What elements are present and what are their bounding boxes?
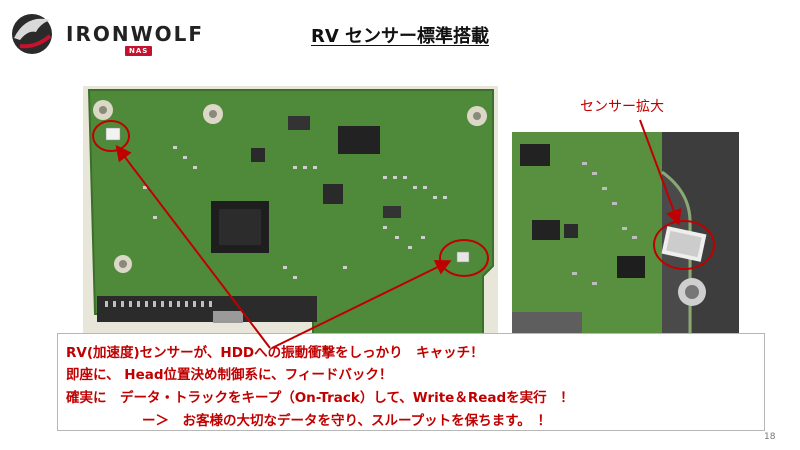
pcb-photo [83, 86, 498, 356]
description-line-1: RV(加速度)センサーが、HDDへの振動衝撃をしっかり キャッチ！ [66, 345, 484, 361]
sensor-zoom-photo [512, 132, 739, 337]
description-line-3: 確実に データ・トラックをキープ（On-Track）して、Write＆Readを… [66, 390, 574, 406]
description-box: RV(加速度)センサーが、HDDへの振動衝撃をしっかり キャッチ！ 即座に、 H… [57, 333, 765, 431]
page-number: 18 [764, 432, 776, 442]
sensor-zoom-label: センサー拡大 [580, 99, 664, 115]
slide-title: RV センサー標準搭載 [310, 26, 490, 47]
logo-nas-badge: NAS [125, 46, 153, 56]
wolf-emblem-icon [12, 14, 52, 54]
logo-wordmark: IRONWOLF [66, 22, 205, 46]
description-line-4: ー＞ お客様の大切なデータを守り、スループットを保ちます。 ！ [142, 413, 552, 429]
description-line-2: 即座に、 Head位置決め制御系に、フィードバック！ [66, 367, 393, 383]
ironwolf-logo: IRONWOLF NAS [6, 8, 202, 56]
